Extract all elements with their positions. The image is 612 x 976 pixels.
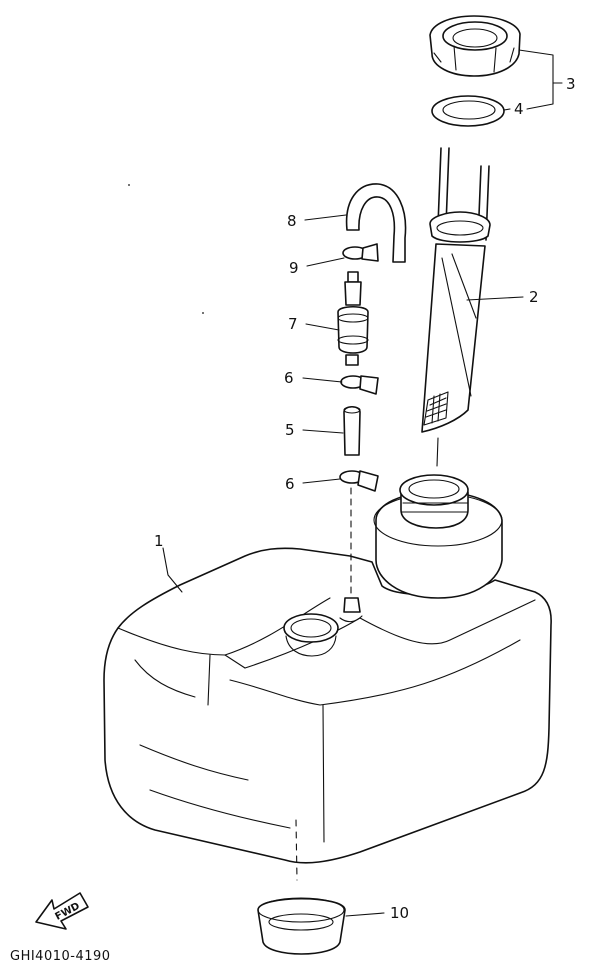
callout-3: 3 (566, 75, 576, 93)
scan-dot (128, 184, 130, 186)
hose (343, 405, 361, 456)
filler-boss (373, 474, 503, 599)
callout-1: 1 (154, 532, 164, 550)
clip-middle (340, 375, 379, 395)
callout-2: 2 (529, 288, 539, 306)
callout-4: 4 (514, 100, 524, 118)
callout-10: 10 (390, 904, 409, 922)
leader-lines (162, 49, 563, 917)
clip-lower (339, 470, 379, 492)
callout-8: 8 (287, 212, 297, 230)
clip-upper (342, 243, 379, 262)
fuel-tank (103, 547, 552, 864)
fuel-filter (337, 271, 369, 366)
scan-dot (202, 312, 204, 314)
callout-7: 7 (288, 315, 298, 333)
vent-hose (345, 183, 407, 263)
callout-labels: 3 4 2 8 9 7 6 5 6 1 10 (154, 75, 576, 922)
filter-strainer (421, 147, 491, 467)
gasket (431, 95, 505, 127)
fwd-arrow: FWD (35, 892, 89, 930)
bottom-cap (257, 819, 346, 955)
filler-cap (429, 15, 521, 77)
callout-5: 5 (285, 421, 295, 439)
drawing-code: GHI4010-4190 (10, 949, 111, 964)
callout-9: 9 (289, 259, 299, 277)
callout-6-middle: 6 (284, 369, 294, 387)
callout-6-lower: 6 (285, 475, 295, 493)
